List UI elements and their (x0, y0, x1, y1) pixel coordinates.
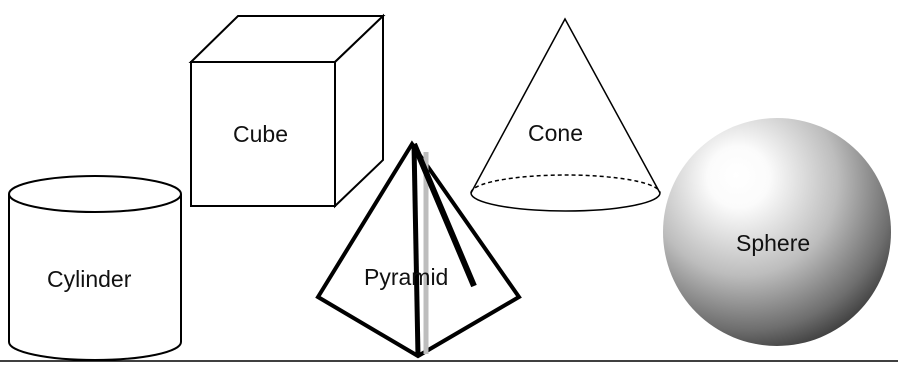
cube-label: Cube (233, 121, 288, 147)
cone-base-back-dashed (470, 174, 661, 194)
pyramid-front-edge (411, 143, 421, 357)
sphere-shape (663, 118, 891, 346)
cylinder-top (8, 175, 182, 213)
cone-base-front (470, 192, 661, 212)
pyramid-label: Pyramid (364, 264, 448, 290)
cube-shape (188, 13, 386, 209)
cylinder-label: Cylinder (47, 266, 132, 292)
cone-shape (470, 17, 661, 212)
pyramid-right-edge (411, 142, 477, 288)
sphere-body (663, 118, 891, 346)
cone-label: Cone (528, 120, 583, 146)
cube-front-face (190, 61, 336, 207)
pyramid-shape (315, 140, 522, 359)
cylinder-shape (8, 175, 182, 361)
cylinder-body (8, 194, 182, 361)
cone-sides (470, 17, 661, 194)
sphere-label: Sphere (736, 230, 810, 256)
